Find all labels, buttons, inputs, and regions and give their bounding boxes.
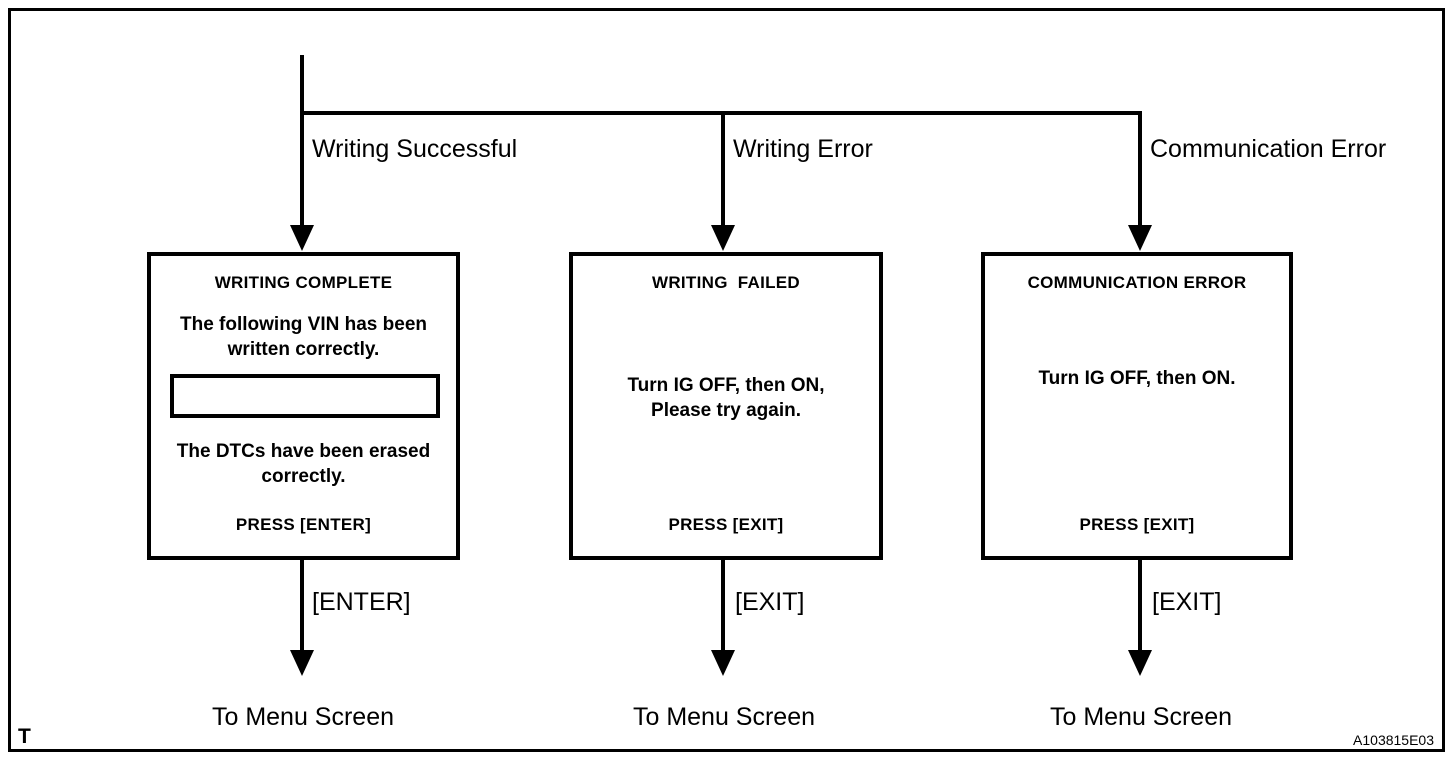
- branch-drop-line-1: [300, 111, 304, 227]
- branch-arrowhead-3: [1128, 225, 1152, 251]
- screen-body-line: correctly.: [261, 466, 346, 488]
- screen-body-writing-failed: Turn IG OFF, then ON, Please try again.: [581, 373, 871, 423]
- exit-line-1: [300, 560, 304, 652]
- branch-arrowhead-2: [711, 225, 735, 251]
- exit-key-label-enter: [ENTER]: [312, 588, 411, 616]
- screen-title-writing-failed: WRITING FAILED: [651, 273, 801, 292]
- screen-title-communication-error: COMMUNICATION ERROR: [1027, 273, 1247, 292]
- screen-body-line: Please try again.: [651, 400, 801, 422]
- trunk-vertical-line: [300, 55, 304, 115]
- exit-arrowhead-2: [711, 650, 735, 676]
- screen-writing-complete: WRITING COMPLETE The following VIN has b…: [147, 252, 460, 560]
- branch-label-writing-successful: Writing Successful: [312, 135, 518, 163]
- exit-line-2: [721, 560, 725, 652]
- document-code: A103815E03: [1353, 732, 1434, 748]
- branch-drop-line-2: [721, 111, 725, 227]
- terminal-label-to-menu-screen-1: To Menu Screen: [211, 703, 395, 731]
- branch-label-communication-error: Communication Error: [1150, 135, 1387, 163]
- screen-writing-failed: WRITING FAILED Turn IG OFF, then ON, Ple…: [569, 252, 883, 560]
- screen-footer-press-exit: PRESS [EXIT]: [1079, 515, 1195, 534]
- screen-communication-error: COMMUNICATION ERROR Turn IG OFF, then ON…: [981, 252, 1293, 560]
- screen-body-communication-error: Turn IG OFF, then ON.: [993, 366, 1281, 391]
- corner-mark-t: T: [18, 725, 31, 748]
- screen-footer-press-enter: PRESS [ENTER]: [235, 515, 372, 534]
- exit-key-label-exit-3: [EXIT]: [1152, 588, 1222, 616]
- exit-line-3: [1138, 560, 1142, 652]
- terminal-label-to-menu-screen-3: To Menu Screen: [1049, 703, 1233, 731]
- screen-body-line: The following VIN has been: [179, 314, 428, 335]
- exit-arrowhead-3: [1128, 650, 1152, 676]
- diagram-border: [8, 8, 1445, 752]
- screen-body-line: Turn IG OFF, then ON.: [1038, 368, 1236, 389]
- screen-body-writing-complete-lower: The DTCs have been erased correctly.: [159, 439, 448, 489]
- screen-body-line: Turn IG OFF, then ON,: [627, 375, 825, 396]
- screen-title-writing-complete: WRITING COMPLETE: [214, 273, 393, 292]
- screen-body-line: written correctly.: [227, 339, 380, 361]
- vin-value-field[interactable]: [170, 374, 440, 418]
- screen-footer-press-exit: PRESS [EXIT]: [668, 515, 784, 534]
- exit-arrowhead-1: [290, 650, 314, 676]
- exit-key-label-exit-2: [EXIT]: [735, 588, 805, 616]
- branch-drop-line-3: [1138, 111, 1142, 227]
- branch-label-writing-error: Writing Error: [733, 135, 873, 163]
- screen-body-writing-complete-upper: The following VIN has been written corre…: [159, 312, 448, 362]
- terminal-label-to-menu-screen-2: To Menu Screen: [632, 703, 816, 731]
- screen-body-line: The DTCs have been erased: [176, 441, 431, 462]
- branch-arrowhead-1: [290, 225, 314, 251]
